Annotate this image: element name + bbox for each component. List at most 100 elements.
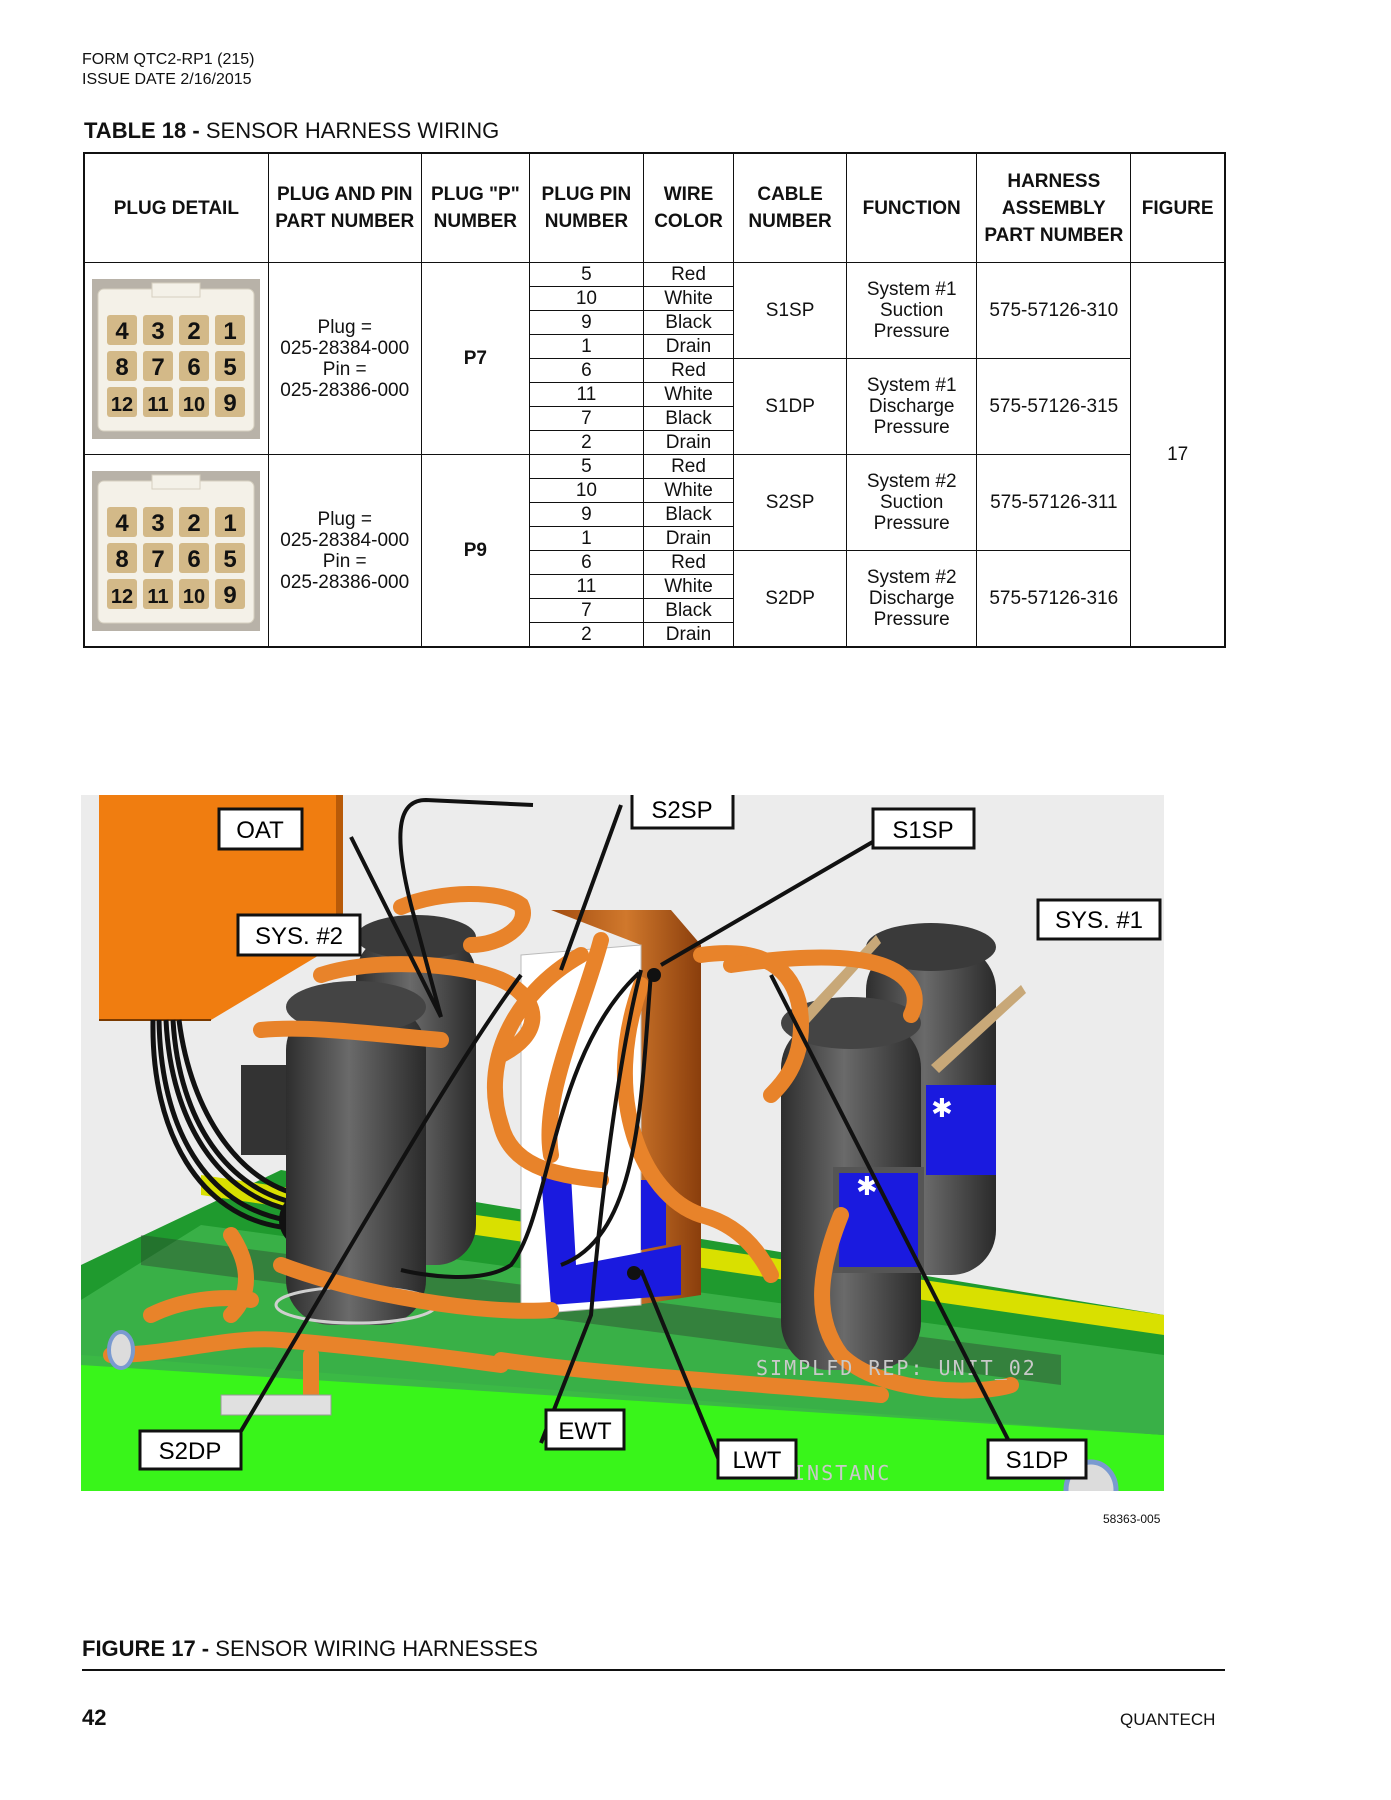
- plug-pin-number: 6: [188, 546, 201, 573]
- cable-number-cell: S1DP: [733, 358, 848, 455]
- cable-number-cell: S2SP: [733, 454, 848, 551]
- plug-pin-number: 1: [224, 510, 237, 537]
- plug-pin-number: 2: [188, 318, 201, 345]
- plug-pin-socket: [107, 506, 138, 537]
- form-number: FORM QTC2-RP1 (215): [82, 51, 255, 68]
- pin-number-cell: 5: [528, 454, 644, 479]
- sensor-harness-table: PLUG DETAIL PLUG AND PIN PART NUMBER PLU…: [83, 152, 1226, 648]
- plug-pin-number: 10: [183, 586, 205, 608]
- callout-sys1-label: SYS. #1: [1055, 907, 1143, 934]
- plug-pin-number: 4: [116, 510, 130, 537]
- col-header: FIGURE: [1130, 152, 1226, 263]
- figure-caption-number: FIGURE 17 -: [82, 1636, 210, 1661]
- table-caption-title: SENSOR HARNESS WIRING: [205, 118, 500, 143]
- col-header: PLUG DETAIL: [83, 152, 269, 263]
- wire-color-cell: Black: [642, 310, 735, 335]
- wire-color-cell: Red: [642, 454, 735, 479]
- pin-number-cell: 10: [528, 478, 644, 503]
- plug-pin-socket: [215, 506, 246, 537]
- plug-pin-socket: [179, 506, 210, 537]
- plug-pin-socket: [143, 350, 174, 381]
- plug-pin-number: 6: [188, 354, 201, 381]
- plug-pin-number: 10: [183, 394, 205, 416]
- wire-color-cell: Black: [642, 406, 735, 431]
- callout-s1dp: S1DP: [986, 1438, 1088, 1480]
- pin-number-cell: 1: [528, 334, 644, 359]
- wire-color-cell: Red: [642, 550, 735, 575]
- table-caption-number: TABLE 18 -: [84, 118, 200, 143]
- watermark-text: SIMPLFD REP: UNIT_02: [756, 1356, 1037, 1380]
- function-line: System #2: [866, 471, 957, 492]
- plug-pin-socket: [143, 578, 174, 609]
- harness-part-number-cell: 575-57126-310: [976, 262, 1132, 359]
- wire-color-cell: White: [642, 286, 735, 311]
- document-header: FORM QTC2-RP1 (215) ISSUE DATE 2/16/2015: [82, 50, 254, 90]
- plug-pin-number: 4: [116, 318, 130, 345]
- plug-pin-number: 12: [111, 586, 133, 608]
- plug-pin-number: 3: [152, 318, 165, 345]
- plug-part-line: Pin =: [322, 358, 367, 380]
- plug-pin-socket: [107, 542, 138, 573]
- wire-color-cell: Red: [642, 262, 735, 287]
- function-line: Suction: [880, 492, 944, 513]
- callout-s1dp-label: S1DP: [1006, 1447, 1069, 1474]
- function-line: Pressure: [873, 513, 950, 534]
- function-line: Pressure: [873, 417, 950, 438]
- plug-pin-number: 7: [152, 354, 165, 381]
- plug-pin-number: 3: [152, 510, 165, 537]
- pin-number-cell: 9: [528, 310, 644, 335]
- p-number-cell: P7: [420, 262, 530, 455]
- plug-pin-socket: [107, 314, 138, 345]
- harness-part-number-cell: 575-57126-311: [976, 454, 1132, 551]
- callout-s2dp: S2DP: [138, 1429, 243, 1471]
- plug-pin-number: 8: [116, 354, 129, 381]
- plug-part-line: 025-28384-000: [280, 529, 410, 551]
- svg-text:✱: ✱: [931, 1094, 953, 1124]
- plug-pin-socket: [143, 386, 174, 417]
- pin-number-cell: 2: [528, 430, 644, 455]
- col-header: FUNCTION: [846, 152, 978, 263]
- plug-pin-socket: [179, 314, 210, 345]
- p-number-cell: P9: [420, 454, 530, 648]
- function-line: Discharge: [868, 588, 955, 609]
- callout-s2sp-label: S2SP: [651, 797, 712, 824]
- plug-pin-socket: [143, 542, 174, 573]
- callout-sys2: SYS. #2: [236, 913, 362, 957]
- harness-part-number-cell: 575-57126-315: [976, 358, 1132, 455]
- plug-pin-socket: [179, 350, 210, 381]
- wire-color-cell: Black: [642, 598, 735, 623]
- pin-number-cell: 2: [528, 622, 644, 648]
- wire-color-cell: White: [642, 478, 735, 503]
- plug-pin-socket: [215, 314, 246, 345]
- wire-color-cell: Drain: [642, 526, 735, 551]
- pin-number-cell: 7: [528, 406, 644, 431]
- function-line: Discharge: [868, 396, 955, 417]
- figure-ref-cell: 17: [1130, 262, 1226, 648]
- plug-pin-socket: [215, 578, 246, 609]
- callout-s1sp: S1SP: [871, 807, 976, 850]
- plug-pin-number: 12: [111, 394, 133, 416]
- figure-caption: FIGURE 17 - SENSOR WIRING HARNESSES: [82, 1636, 538, 1662]
- plug-pin-number: 9: [224, 582, 237, 609]
- plug-pin-socket: [215, 542, 246, 573]
- drawing-number: 58363-005: [1103, 1512, 1161, 1526]
- wire-color-cell: Drain: [642, 334, 735, 359]
- pin-number-cell: 6: [528, 358, 644, 383]
- cable-number-cell: S1SP: [733, 262, 848, 359]
- callout-s1sp-label: S1SP: [892, 817, 953, 844]
- plug-pin-socket: [215, 350, 246, 381]
- footer-rule: [82, 1669, 1225, 1671]
- plug-pin-socket: [107, 578, 138, 609]
- callout-sys1: SYS. #1: [1036, 898, 1162, 941]
- table-header-row: PLUG DETAIL PLUG AND PIN PART NUMBER PLU…: [83, 152, 1226, 263]
- equipment-illustration: ✱ ✱ SIMPLFD REP:: [81, 787, 1164, 1521]
- callout-lwt: LWT: [716, 1438, 798, 1480]
